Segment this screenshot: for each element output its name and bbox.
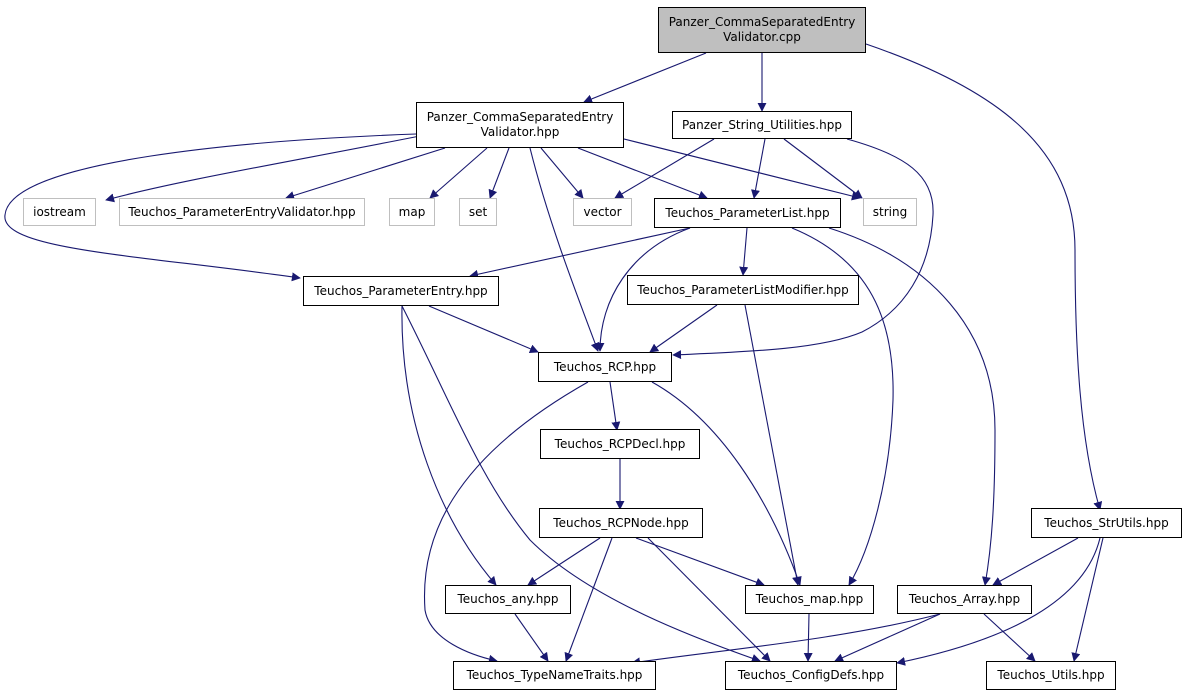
node-label: Teuchos_RCP.hpp — [553, 359, 657, 374]
edge-strutil-to-vector — [614, 138, 715, 199]
node-teuchos-map-hpp[interactable]: Teuchos_map.hpp — [745, 585, 874, 614]
node-vector: vector — [573, 198, 632, 226]
node-label-line1: Panzer_CommaSeparatedEntry — [668, 15, 856, 29]
edge-strutil-to-parameter-list — [751, 138, 766, 199]
edge-pentry-to-config-defs — [401, 305, 761, 663]
edge-plist-to-teuchos-map — [791, 227, 894, 586]
edge-any-to-type-name-traits — [514, 613, 549, 662]
node-label: vector — [583, 204, 622, 219]
node-set: set — [459, 198, 497, 226]
node-label-line2: Validator.hpp — [480, 125, 560, 139]
node-label: Teuchos_ParameterEntry.hpp — [314, 283, 488, 298]
node-teuchos-str-utils-hpp[interactable]: Teuchos_StrUtils.hpp — [1031, 508, 1182, 538]
edge-validator-to-param-entry-validator — [285, 147, 446, 200]
node-label: Teuchos_ConfigDefs.hpp — [737, 668, 885, 682]
node-label: Teuchos_ParameterList.hpp — [665, 205, 830, 220]
edge-plist-to-array — [828, 227, 996, 586]
edge-root-to-str-utils — [865, 43, 1103, 511]
edge-strutil-to-rcp — [672, 138, 934, 360]
edge-rcpnode-to-config-defs — [647, 537, 771, 662]
edge-array-to-config-defs — [834, 613, 941, 662]
node-label: Teuchos_any.hpp — [457, 592, 559, 606]
edge-validator-to-parameter-entry — [4, 133, 417, 282]
edge-validator-to-parameter-list — [577, 147, 708, 200]
edge-plist-to-rcp — [595, 227, 691, 352]
node-label: iostream — [33, 204, 86, 219]
edge-plist-to-plist-modifier — [739, 227, 749, 276]
edge-array-to-type-name-traits — [631, 613, 941, 667]
edge-rcp-to-teuchos-map — [651, 381, 802, 586]
node-label: Teuchos_ParameterListModifier.hpp — [637, 282, 849, 297]
edge-modifier-to-rcp — [649, 304, 718, 353]
edge-strutil-to-string — [783, 138, 863, 199]
edge-rcpnode-to-type-name-traits — [564, 537, 613, 662]
node-label: Teuchos_RCPNode.hpp — [553, 515, 689, 530]
edge-strutils-to-utils — [1071, 537, 1104, 662]
node-teuchos-rcp-node-hpp[interactable]: Teuchos_RCPNode.hpp — [539, 508, 703, 538]
node-label: Teuchos_RCPDecl.hpp — [554, 436, 686, 451]
node-teuchos-utils-hpp[interactable]: Teuchos_Utils.hpp — [986, 661, 1116, 690]
node-label: Teuchos_map.hpp — [755, 592, 864, 606]
edge-array-to-utils — [983, 613, 1036, 662]
edge-modifier-to-teuchos-map — [744, 304, 801, 586]
node-teuchos-array-hpp[interactable]: Teuchos_Array.hpp — [897, 585, 1032, 614]
node-label: Teuchos_Utils.hpp — [997, 668, 1105, 682]
edge-teuchos-map-to-config-defs — [803, 613, 813, 662]
node-teuchos-parameter-entry-validator-hpp: Teuchos_ParameterEntryValidator.hpp — [119, 198, 365, 226]
node-label: Teuchos_StrUtils.hpp — [1044, 515, 1169, 530]
edge-validator-to-string — [619, 137, 861, 201]
node-teuchos-rcp-decl-hpp[interactable]: Teuchos_RCPDecl.hpp — [540, 429, 700, 459]
edge-strutils-to-config-defs — [896, 537, 1101, 666]
edge-plist-to-parameter-entry — [469, 227, 691, 279]
edge-pentry-to-rcp — [428, 305, 539, 353]
edge-validator-to-rcp — [529, 147, 600, 352]
node-teuchos-rcp-hpp[interactable]: Teuchos_RCP.hpp — [538, 352, 672, 382]
node-iostream: iostream — [23, 198, 96, 226]
node-map: map — [389, 198, 435, 226]
node-teuchos-parameter-entry-hpp[interactable]: Teuchos_ParameterEntry.hpp — [303, 276, 499, 306]
node-teuchos-any-hpp[interactable]: Teuchos_any.hpp — [445, 585, 571, 614]
node-teuchos-parameter-list-hpp[interactable]: Teuchos_ParameterList.hpp — [654, 198, 841, 228]
edge-root-to-validator-hpp — [583, 52, 707, 104]
node-panzer-comma-separated-entry-validator-hpp[interactable]: Panzer_CommaSeparatedEntry Validator.hpp — [416, 102, 624, 148]
node-label: set — [468, 204, 488, 219]
edge-rcp-to-type-name-traits — [423, 381, 589, 664]
edge-validator-to-vector — [540, 147, 584, 199]
edge-rcpnode-to-any — [527, 537, 601, 586]
node-label: map — [398, 204, 426, 219]
node-label: Teuchos_ParameterEntryValidator.hpp — [128, 204, 356, 219]
node-panzer-comma-separated-entry-validator-cpp: Panzer_CommaSeparatedEntry Validator.cpp — [658, 7, 866, 53]
edge-rcp-to-rcp-decl — [609, 381, 621, 431]
node-label: string — [872, 204, 908, 219]
node-teuchos-type-name-traits-hpp[interactable]: Teuchos_TypeNameTraits.hpp — [453, 661, 656, 690]
edge-rcpnode-to-teuchos-map — [635, 537, 765, 587]
node-label: Teuchos_Array.hpp — [908, 592, 1021, 606]
node-label: Panzer_String_Utilities.hpp — [682, 117, 842, 132]
edge-strutils-to-array — [992, 537, 1079, 586]
edge-validator-to-set — [488, 147, 510, 199]
edge-validator-to-iostream — [105, 133, 431, 203]
edge-validator-to-map — [429, 147, 488, 199]
node-label: Teuchos_TypeNameTraits.hpp — [466, 668, 643, 682]
node-panzer-string-utilities-hpp[interactable]: Panzer_String_Utilities.hpp — [672, 111, 852, 139]
node-label-line2: Validator.cpp — [723, 30, 801, 44]
node-label-line1: Panzer_CommaSeparatedEntry — [426, 110, 614, 124]
edge-pentry-to-any — [401, 305, 497, 586]
node-teuchos-config-defs-hpp[interactable]: Teuchos_ConfigDefs.hpp — [725, 661, 897, 690]
node-teuchos-parameter-list-modifier-hpp[interactable]: Teuchos_ParameterListModifier.hpp — [627, 275, 859, 305]
node-string: string — [863, 198, 917, 226]
